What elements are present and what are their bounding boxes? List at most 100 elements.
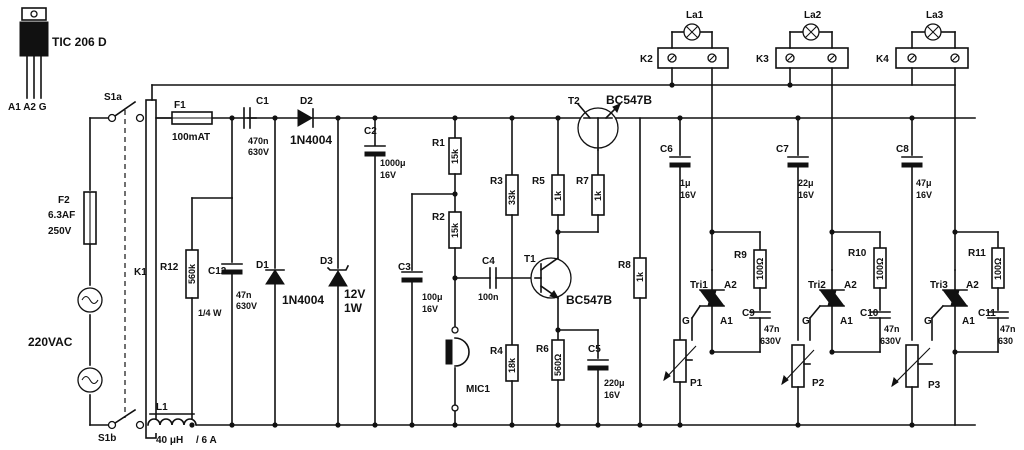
k1-label: K1 bbox=[134, 267, 147, 278]
svg-text:630: 630 bbox=[998, 336, 1013, 346]
svg-text:D1: D1 bbox=[256, 260, 269, 271]
svg-text:R1: R1 bbox=[432, 138, 445, 149]
zener-d3: D3 12V 1W bbox=[320, 117, 365, 426]
svg-text:R7: R7 bbox=[576, 176, 589, 187]
svg-text:630V: 630V bbox=[236, 301, 257, 311]
svg-text:250V: 250V bbox=[48, 226, 72, 237]
svg-text:100Ω: 100Ω bbox=[755, 258, 765, 280]
svg-text:BC547B: BC547B bbox=[566, 293, 612, 307]
svg-text:R10: R10 bbox=[848, 248, 867, 259]
s1b-label: S1b bbox=[98, 433, 116, 444]
svg-text:G: G bbox=[924, 316, 932, 327]
svg-text:47n: 47n bbox=[1000, 324, 1016, 334]
svg-text:C10: C10 bbox=[860, 308, 879, 319]
svg-text:15k: 15k bbox=[450, 148, 460, 164]
svg-text:1/4 W: 1/4 W bbox=[198, 308, 222, 318]
svg-text:A1: A1 bbox=[962, 316, 975, 327]
svg-text:12V: 12V bbox=[344, 287, 365, 301]
wiring bbox=[89, 84, 976, 439]
svg-text:15k: 15k bbox=[450, 222, 460, 238]
svg-text:F1: F1 bbox=[174, 100, 186, 111]
r5-r6-c5: 1k 560Ω R5 R6 C5 220μ 16V bbox=[532, 117, 625, 426]
svg-text:100mAT: 100mAT bbox=[172, 132, 210, 143]
svg-text:1k: 1k bbox=[635, 271, 645, 282]
svg-text:R5: R5 bbox=[532, 176, 545, 187]
svg-text:R12: R12 bbox=[160, 262, 179, 273]
diode-d2: D2 1N4004 bbox=[290, 96, 332, 147]
mic-bias-network: 15k 15k R1 R2 C3 100μ 16V MIC1 C4 100n bbox=[398, 117, 536, 426]
svg-text:C12: C12 bbox=[208, 266, 227, 277]
svg-text:1W: 1W bbox=[344, 301, 363, 315]
svg-text:R6: R6 bbox=[536, 344, 549, 355]
diode-d1: D1 1N4004 bbox=[256, 117, 324, 426]
svg-text:K4: K4 bbox=[876, 54, 889, 65]
svg-text:100Ω: 100Ω bbox=[875, 258, 885, 280]
svg-text:D2: D2 bbox=[300, 96, 313, 107]
svg-text:A1: A1 bbox=[840, 316, 853, 327]
svg-text:Tri1: Tri1 bbox=[690, 280, 708, 291]
s1a-label: S1a bbox=[104, 92, 122, 103]
svg-text:100n: 100n bbox=[478, 292, 499, 302]
svg-text:16V: 16V bbox=[380, 170, 396, 180]
svg-text:La1: La1 bbox=[686, 10, 704, 21]
channel-1: K2 La1 C6 1μ 16V 100Ω R9 C9 47n 630V bbox=[640, 10, 781, 426]
svg-text:1k: 1k bbox=[593, 190, 603, 201]
svg-text:Tri2: Tri2 bbox=[808, 280, 826, 291]
svg-text:16V: 16V bbox=[422, 304, 438, 314]
svg-text:La3: La3 bbox=[926, 10, 944, 21]
svg-text:47μ: 47μ bbox=[916, 178, 932, 188]
svg-text:A1: A1 bbox=[720, 316, 733, 327]
svg-text:A2: A2 bbox=[724, 280, 737, 291]
svg-text:La2: La2 bbox=[804, 10, 822, 21]
svg-text:630V: 630V bbox=[248, 147, 269, 157]
svg-text:220μ: 220μ bbox=[604, 378, 625, 388]
svg-text:R3: R3 bbox=[490, 176, 503, 187]
svg-text:G: G bbox=[802, 316, 810, 327]
svg-text:33k: 33k bbox=[507, 189, 517, 205]
svg-text:1N4004: 1N4004 bbox=[282, 293, 324, 307]
svg-text:16V: 16V bbox=[798, 190, 814, 200]
svg-text:C6: C6 bbox=[660, 144, 673, 155]
svg-text:1000μ: 1000μ bbox=[380, 158, 406, 168]
channel-2: K3 La2 C7 22μ 16V 100Ω R10 C10 47n 630V bbox=[756, 10, 901, 426]
fuse-f2: F2 6.3AF 250V bbox=[48, 191, 97, 245]
fuse-f1: F1 100mAT bbox=[155, 100, 213, 143]
svg-text:16V: 16V bbox=[680, 190, 696, 200]
svg-text:630V: 630V bbox=[880, 336, 901, 346]
svg-text:R8: R8 bbox=[618, 260, 631, 271]
svg-text:R2: R2 bbox=[432, 212, 445, 223]
svg-text:100μ: 100μ bbox=[422, 292, 443, 302]
svg-text:C7: C7 bbox=[776, 144, 789, 155]
r3-r4: 33k 18k R3 R4 bbox=[490, 117, 519, 426]
svg-text:16V: 16V bbox=[916, 190, 932, 200]
coil-l1: L1 40 μH / 6 A bbox=[147, 402, 217, 446]
svg-text:C9: C9 bbox=[742, 308, 755, 319]
svg-text:C5: C5 bbox=[588, 344, 601, 355]
r7-t2: 1k R7 T2 BC547B bbox=[557, 93, 652, 233]
svg-text:C1: C1 bbox=[256, 96, 269, 107]
svg-text:P3: P3 bbox=[928, 380, 941, 391]
svg-text:22μ: 22μ bbox=[798, 178, 814, 188]
svg-text:C8: C8 bbox=[896, 144, 909, 155]
svg-text:A2: A2 bbox=[966, 280, 979, 291]
svg-text:R9: R9 bbox=[734, 250, 747, 261]
tic206-package: TIC 206 D A1 A2 G bbox=[8, 7, 107, 113]
svg-text:K3: K3 bbox=[756, 54, 769, 65]
svg-text:P2: P2 bbox=[812, 378, 825, 389]
svg-text:47n: 47n bbox=[236, 290, 252, 300]
svg-text:Tri3: Tri3 bbox=[930, 280, 948, 291]
tic206-pins: A1 A2 G bbox=[8, 102, 47, 113]
capacitor-c2: C2 1000μ 16V bbox=[364, 117, 406, 426]
svg-text:16V: 16V bbox=[604, 390, 620, 400]
svg-text:47n: 47n bbox=[884, 324, 900, 334]
transistor-t1: T1 BC547B bbox=[524, 254, 612, 307]
ac-source-icon: 220VAC bbox=[28, 287, 103, 393]
channel-3: K4 La3 C8 47μ 16V 100Ω R11 C11 47n 630 bbox=[876, 10, 1016, 426]
capacitor-c1: C1 470n 630V bbox=[243, 96, 269, 157]
svg-text:1N4004: 1N4004 bbox=[290, 133, 332, 147]
svg-text:K2: K2 bbox=[640, 54, 653, 65]
svg-text:R4: R4 bbox=[490, 346, 503, 357]
svg-text:560k: 560k bbox=[187, 263, 197, 284]
svg-text:100Ω: 100Ω bbox=[993, 258, 1003, 280]
